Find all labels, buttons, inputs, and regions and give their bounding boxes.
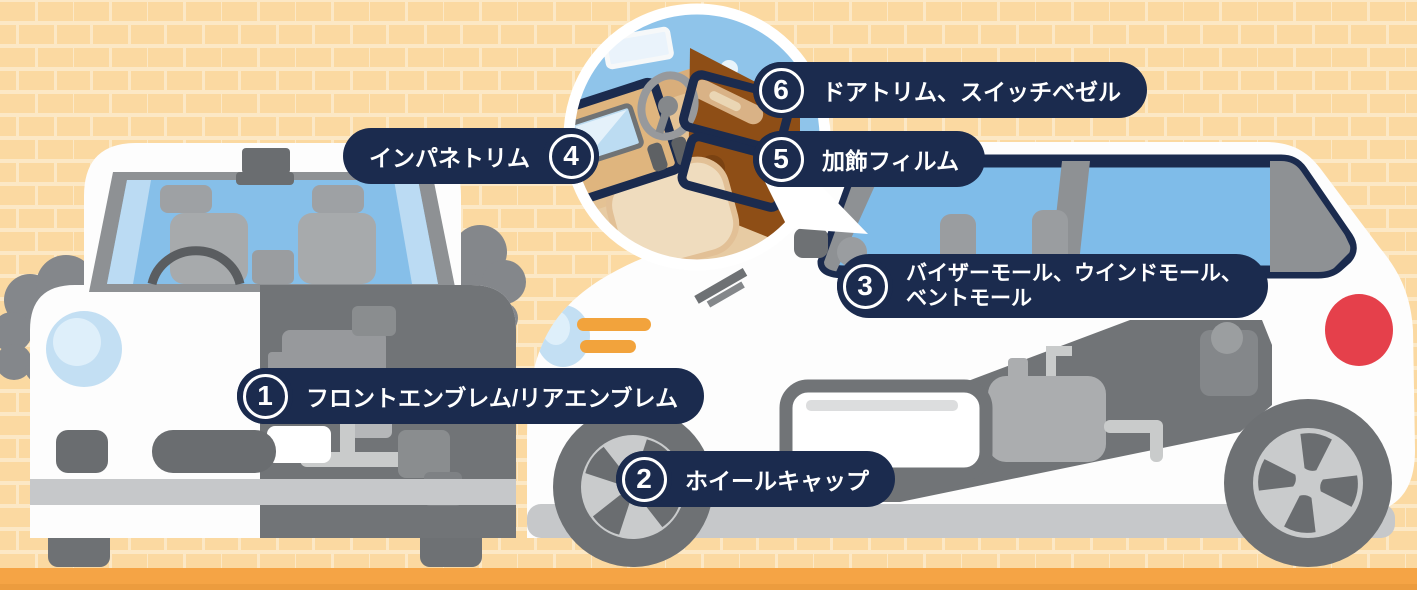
callout-1-label: フロントエンブレム/リアエンブレム xyxy=(306,385,679,411)
callout-3-number: 3 xyxy=(842,263,888,309)
windshield-wiper xyxy=(694,267,748,308)
ground-strip xyxy=(0,568,1417,590)
callout-6-door-trim-switch-bezel: 6 ドアトリム、スイッチベゼル xyxy=(753,62,1147,118)
callout-6-number-badge: 6 xyxy=(753,62,809,118)
callout-2-number-badge: 2 xyxy=(616,451,672,507)
callout-5-number: 5 xyxy=(758,136,804,182)
taillight xyxy=(1325,294,1393,366)
inset-steering-wheel xyxy=(637,71,699,141)
front-grille xyxy=(152,430,276,473)
callout-3-label-line2: ベントモール xyxy=(906,287,1032,310)
rearview-mirror xyxy=(236,172,294,185)
callout-2-wheel-cap: 2 ホイールキャップ xyxy=(616,451,895,507)
callout-4-label: インパネトリム xyxy=(369,145,530,171)
callout-3-label-line1: バイザーモール、ウインドモール、 xyxy=(906,262,1242,285)
callout-5-label: 加飾フィルム xyxy=(822,148,960,174)
callout-6-label: ドアトリム、スイッチベゼル xyxy=(822,79,1121,105)
sun-visor-left xyxy=(160,185,212,213)
callout-4-number-badge: 4 xyxy=(543,128,599,184)
front-intake xyxy=(56,430,108,473)
callout-1-number: 1 xyxy=(242,373,288,419)
speed-lines xyxy=(577,318,651,353)
windshield-glass-highlight-right xyxy=(394,180,438,284)
callout-1-front-rear-emblem: 1 フロントエンブレム/リアエンブレム xyxy=(237,368,705,424)
rocker-panel xyxy=(527,504,1395,538)
front-bumper xyxy=(30,479,516,505)
rear-wheel xyxy=(1224,399,1392,567)
sun-visor-right xyxy=(312,185,364,213)
callout-4-number: 4 xyxy=(548,133,594,179)
callout-5-decorative-film: 5 加飾フィルム xyxy=(753,131,986,187)
front-emblem-plate xyxy=(267,426,331,463)
callout-6-number: 6 xyxy=(758,67,804,113)
headlight-front-car xyxy=(46,311,122,387)
fuel-tank xyxy=(988,376,1106,462)
callout-1-number-badge: 1 xyxy=(237,368,293,424)
callout-2-number: 2 xyxy=(621,456,667,502)
callout-3-moldings: 3 バイザーモール、ウインドモール、 ベントモール xyxy=(837,254,1268,318)
callout-5-number-badge: 5 xyxy=(753,131,809,187)
front-view-car-illustration xyxy=(0,143,526,567)
side-mirror xyxy=(794,228,828,258)
callout-4-instrument-panel-trim: インパネトリム 4 xyxy=(343,128,599,184)
door-trim-frame xyxy=(679,70,795,154)
callout-3-number-badge: 3 xyxy=(837,258,893,314)
callout-3-label: バイザーモール、ウインドモール、 ベントモール xyxy=(906,261,1242,311)
windshield-glass-highlight-left xyxy=(107,180,151,284)
callout-2-label: ホイールキャップ xyxy=(685,468,869,494)
interior-inset-illustration xyxy=(563,3,868,271)
steering-wheel xyxy=(147,246,245,286)
roof-antenna xyxy=(242,148,290,174)
